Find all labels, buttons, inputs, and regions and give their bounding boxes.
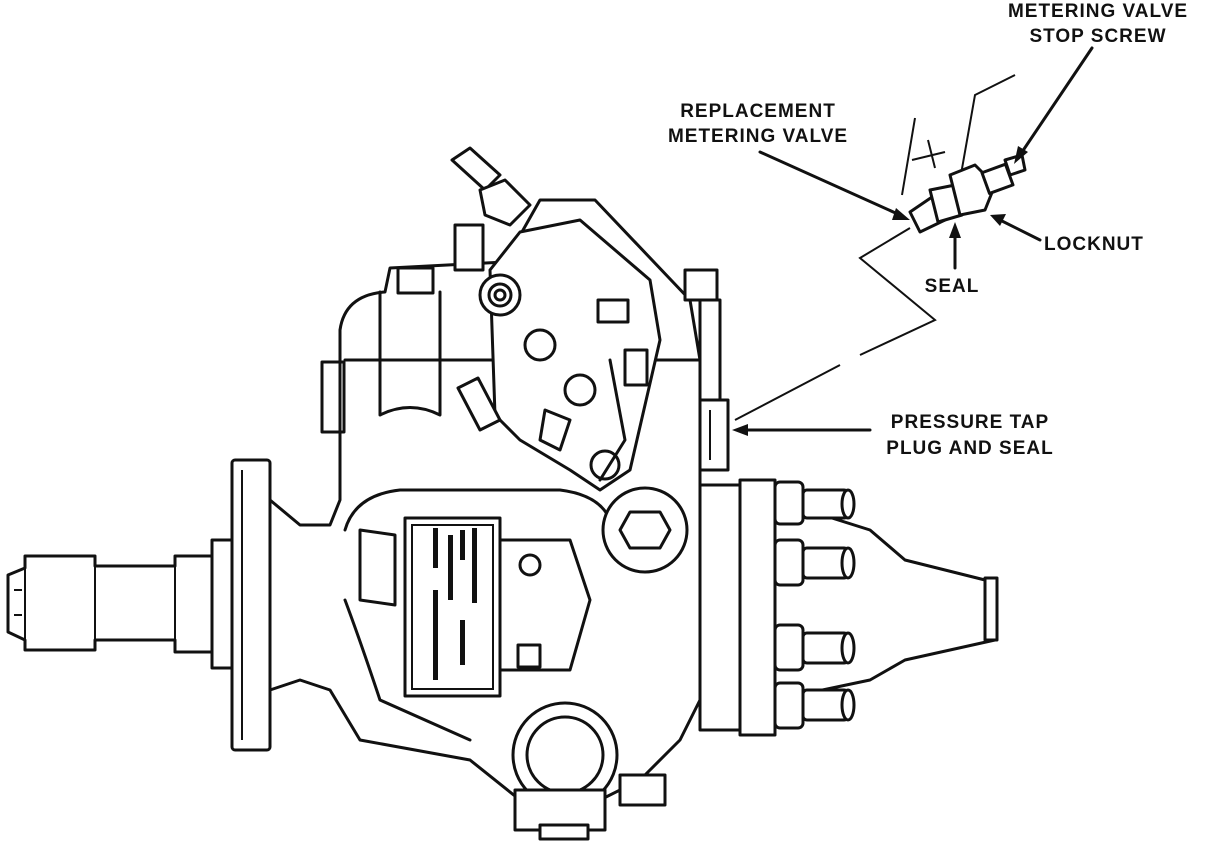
mounting-flange — [230, 458, 272, 752]
metering-valve-detail — [734, 74, 1027, 421]
replacement-metering-valve-label-line2: METERING VALVE — [668, 126, 848, 147]
name-plate — [403, 516, 592, 698]
discharge-fittings — [773, 480, 856, 730]
pressure-tap-label-line1: PRESSURE TAP — [891, 412, 1049, 433]
pressure-tap-label-line2: PLUG AND SEAL — [886, 438, 1053, 459]
callout-arrows — [732, 46, 1094, 436]
drive-shaft — [6, 538, 236, 670]
pressure-tap-plug — [698, 298, 730, 472]
inlet-fitting — [511, 701, 667, 841]
seal-label: SEAL — [925, 276, 980, 297]
top-fittings — [396, 146, 719, 432]
metering-valve-stop-screw-label-line2: STOP SCREW — [1029, 26, 1166, 47]
center-bolt — [601, 486, 689, 574]
governor-cover — [478, 218, 662, 492]
replacement-metering-valve-label-line1: REPLACEMENT — [680, 101, 836, 122]
metering-valve-stop-screw-label-line1: METERING VALVE — [1008, 1, 1188, 22]
locknut-label: LOCKNUT — [1044, 234, 1144, 255]
